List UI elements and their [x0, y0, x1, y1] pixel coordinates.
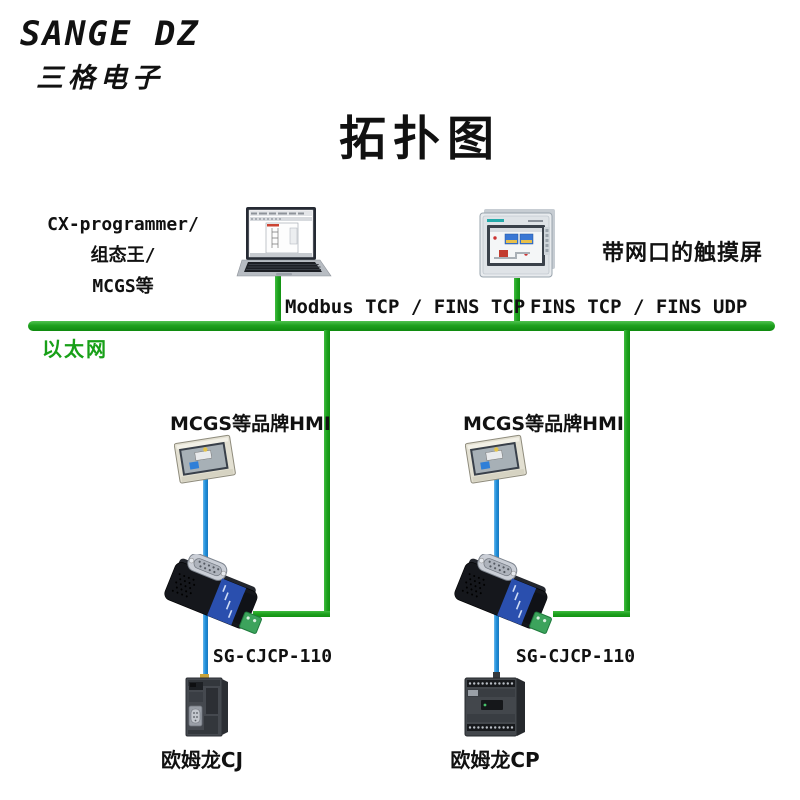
brand-logo-cn: 三格电子 — [36, 63, 164, 94]
ethernet-label: 以太网 — [42, 337, 108, 361]
plc-omron-cj-icon — [180, 672, 234, 742]
pc-software-line1: CX-programmer/ — [47, 214, 199, 235]
ethernet-branch-left-vertical — [324, 330, 330, 617]
touchscreen-label: 带网口的触摸屏 — [602, 241, 764, 266]
protocol-label-right: FINS TCP / FINS UDP — [530, 296, 748, 318]
hmi-label-right: MCGS等品牌HMI — [462, 413, 624, 435]
ethernet-branch-left-horizontal — [253, 611, 330, 617]
plc-label-right: 欧姆龙CP — [450, 748, 540, 772]
laptop-icon — [236, 206, 332, 280]
plc-label-left: 欧姆龙CJ — [160, 748, 244, 772]
converter-label-left: SG-CJCP-110 — [212, 646, 333, 667]
ethernet-drop-touchscreen — [514, 278, 520, 322]
ethernet-branch-right-vertical — [624, 330, 630, 617]
hmi-panel-icon-right — [465, 434, 529, 488]
hmi-label-left: MCGS等品牌HMI — [169, 413, 331, 435]
pc-software-line3: MCGS等 — [92, 276, 154, 297]
ethernet-bus-line — [28, 321, 775, 331]
serial-converter-icon-left — [164, 554, 268, 646]
hmi-panel-icon-left — [174, 434, 238, 488]
serial-converter-icon-right — [454, 554, 558, 646]
plc-omron-cp-icon — [461, 670, 531, 742]
ethernet-branch-right-horizontal — [553, 611, 630, 617]
pc-software-line2: 组态王/ — [90, 245, 156, 266]
touchscreen-icon — [478, 208, 558, 282]
protocol-label-left: Modbus TCP / FINS TCP — [285, 296, 526, 318]
pc-software-label: CX-programmer/ 组态王/ MCGS等 — [28, 209, 218, 302]
converter-label-right: SG-CJCP-110 — [515, 646, 636, 667]
page-title: 拓扑图 — [339, 112, 501, 167]
ethernet-drop-laptop — [275, 274, 281, 322]
brand-logo-en: SANGE DZ — [20, 14, 200, 54]
